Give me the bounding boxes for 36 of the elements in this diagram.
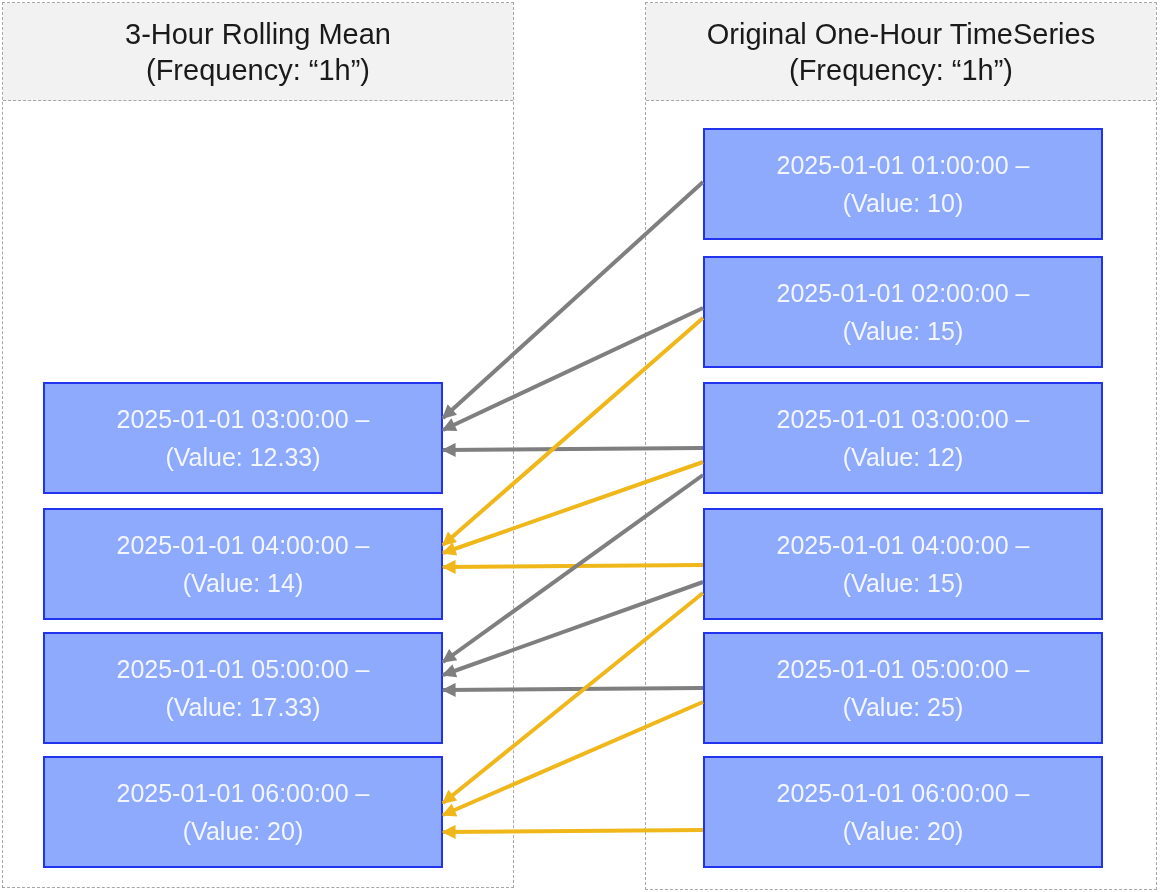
arrow [441, 700, 704, 817]
arrow [441, 306, 704, 432]
arrow [441, 460, 704, 556]
panel-heading: 3-Hour Rolling Mean (Frequency: “1h”) [124, 16, 392, 88]
timestamp-value-text: 2025-01-01 04:00:00 – (Value: 15) [775, 530, 1031, 599]
timestamp-box [703, 756, 1103, 868]
dashed-panel [2, 2, 514, 888]
arrow [441, 591, 705, 805]
arrow [441, 473, 705, 664]
arrow [441, 824, 703, 839]
timestamp-box [703, 128, 1103, 240]
arrow [441, 442, 703, 457]
timestamp-value-text: 2025-01-01 05:00:00 – (Value: 25) [775, 654, 1031, 723]
arrow [441, 559, 703, 574]
dashed-panel [645, 2, 1157, 890]
timestamp-value-text: 2025-01-01 02:00:00 – (Value: 15) [775, 278, 1031, 347]
timestamp-box [703, 256, 1103, 368]
arrow [441, 682, 703, 697]
arrow [441, 580, 704, 678]
timestamp-box [43, 508, 443, 620]
timestamp-box [703, 508, 1103, 620]
arrow [441, 180, 705, 420]
timestamp-box [43, 632, 443, 744]
timestamp-value-text: 2025-01-01 06:00:00 – (Value: 20) [775, 778, 1031, 847]
timestamp-value-text: 2025-01-01 05:00:00 – (Value: 17.33) [115, 654, 371, 723]
timestamp-value-text: 2025-01-01 03:00:00 – (Value: 12.33) [115, 404, 371, 473]
timestamp-box [43, 382, 443, 494]
timestamp-box [703, 382, 1103, 494]
timestamp-value-text: 2025-01-01 01:00:00 – (Value: 10) [775, 150, 1031, 219]
timestamp-value-text: 2025-01-01 06:00:00 – (Value: 20) [115, 778, 371, 847]
timestamp-box [43, 756, 443, 868]
arrow [441, 316, 705, 547]
timestamp-box [703, 632, 1103, 744]
timestamp-value-text: 2025-01-01 03:00:00 – (Value: 12) [775, 404, 1031, 473]
timestamp-value-text: 2025-01-01 04:00:00 – (Value: 14) [115, 530, 371, 599]
panel-heading: Original One-Hour TimeSeries (Frequency: “1h”) [705, 16, 1097, 88]
